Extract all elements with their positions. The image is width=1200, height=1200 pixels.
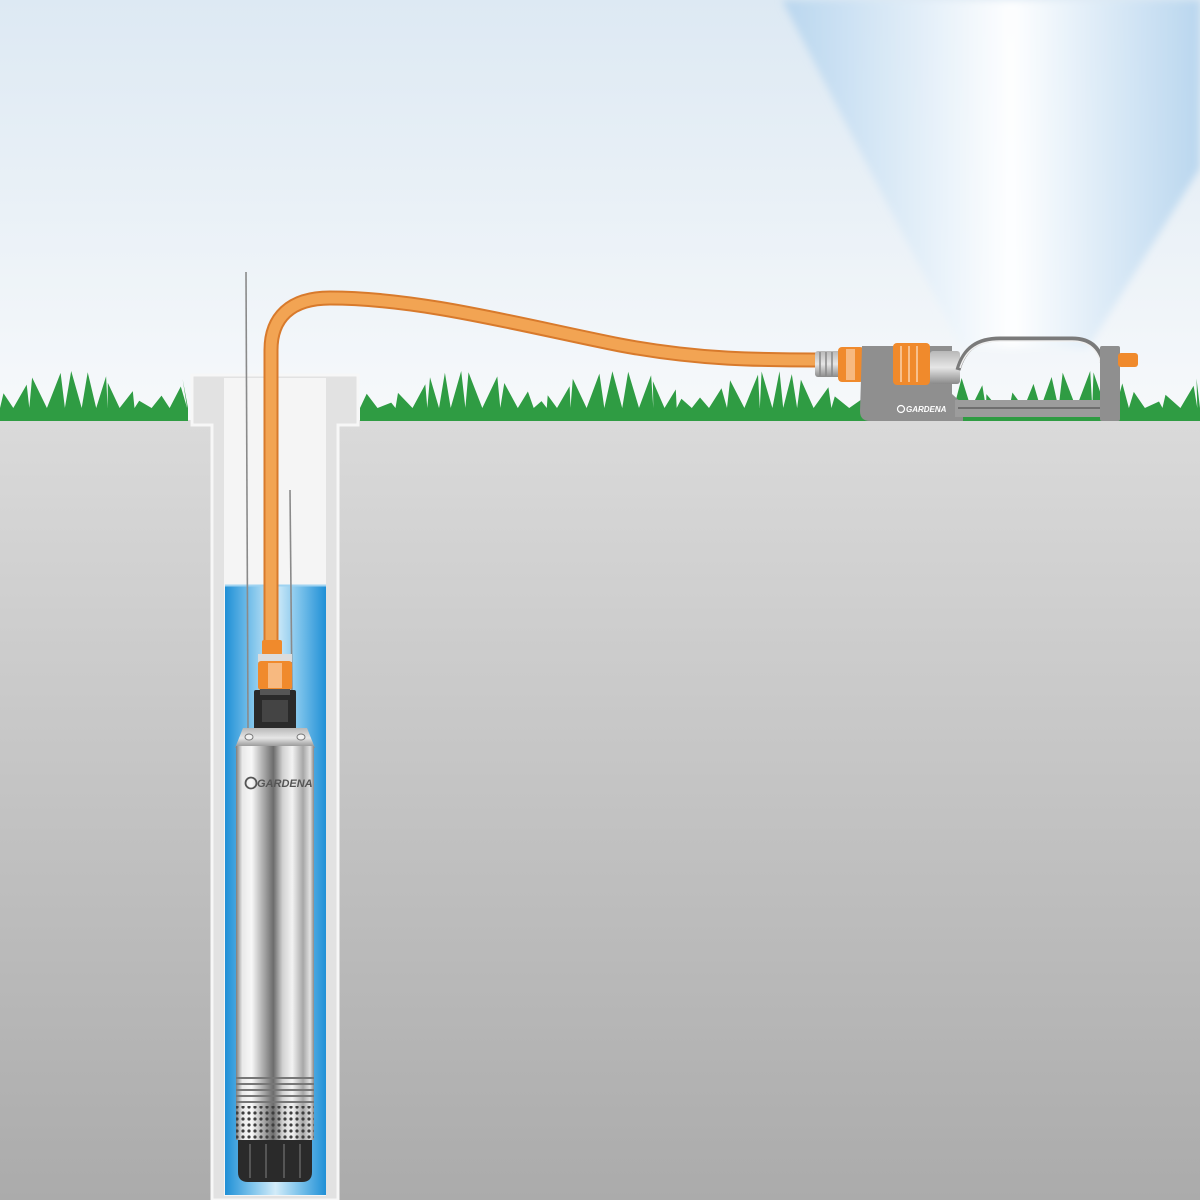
connector-ring: [258, 654, 292, 662]
oscillating-sprinkler: GARDENA: [815, 336, 1138, 421]
pump-shoulder: [235, 728, 315, 748]
sprinkler-connector-ribs: [819, 352, 833, 376]
sprinkler-nozzle-housing: [930, 351, 960, 384]
sprinkler-end-stand: [1100, 346, 1120, 421]
connector-highlight: [268, 663, 282, 688]
water-spray-cone: [782, 0, 1200, 348]
pump-cable: [245, 271, 249, 729]
water-spray: [782, 0, 1200, 348]
sprinkler-brand-logo-icon: [896, 404, 906, 414]
sprinkler-hose-connector: [815, 351, 841, 377]
connector-thread: [260, 689, 290, 695]
ground: [0, 420, 1200, 1200]
sprinkler-valve: [893, 343, 930, 385]
pump-intake-screen: [236, 1106, 314, 1140]
submersible-pump: GARDENA: [235, 690, 315, 1182]
grass-left: [0, 371, 188, 421]
connector-top-fitting: [262, 640, 282, 655]
sprinkler-coupling-highlight: [846, 349, 855, 380]
garden-hose: [263, 290, 823, 650]
pump-base-texture: [249, 1144, 301, 1178]
sprinkler-brand-label: GARDENA: [906, 405, 947, 414]
pump-bracket-right: [296, 733, 306, 741]
pump-bracket-left: [244, 733, 254, 741]
sprinkler-end-cap: [1118, 353, 1138, 367]
pump-ribs: [236, 1077, 314, 1103]
sprinkler-arc-highlight: [959, 340, 1102, 369]
pump-hose-connector: [258, 640, 292, 695]
pump-body: [236, 746, 314, 1140]
pump-head-detail: [262, 700, 288, 722]
pump-brand-label: GARDENA: [257, 778, 313, 790]
pump-base: [238, 1140, 312, 1182]
hose-fill: [265, 292, 823, 650]
sprinkler-arc-tube: [955, 336, 1106, 371]
pump-brand-logo-icon: [244, 776, 258, 790]
sprinkler-valve-ribs: [900, 346, 918, 382]
